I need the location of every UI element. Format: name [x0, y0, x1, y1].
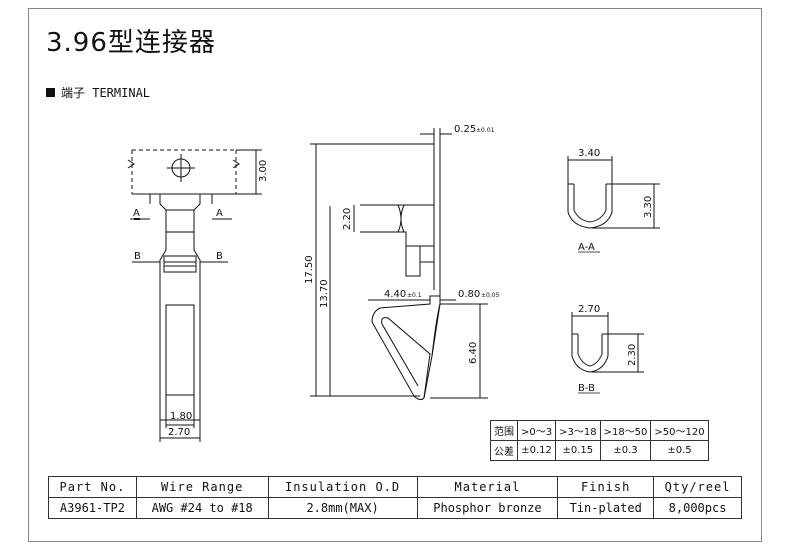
- dim-1-80: 1.80: [170, 411, 192, 422]
- dim-3-30: 3.30: [643, 196, 654, 218]
- label-section-bb: B-B: [578, 383, 595, 394]
- tolerance-cell: ±0.15: [555, 440, 601, 461]
- square-bullet-icon: [46, 88, 55, 97]
- spec-header-finish: Finish: [557, 476, 655, 498]
- section-aa-view: [567, 156, 660, 229]
- spec-value-qty: 8,000pcs: [653, 497, 742, 519]
- side-view: [310, 128, 488, 401]
- spec-value-part-no: A3961-TP2: [48, 497, 137, 519]
- spec-header-part-no: Part No.: [48, 476, 137, 498]
- dim-3-40: 3.40: [578, 148, 600, 159]
- dim-4-40-tol: ±0.1: [407, 292, 422, 299]
- tolerance-range-row: 范围 >0～3 >3～18 >18～50 >50～120: [490, 420, 709, 441]
- tolerance-cell: ±0.5: [650, 440, 709, 461]
- tolerance-table: 范围 >0～3 >3～18 >18～50 >50～120 公差 ±0.12 ±0…: [490, 420, 709, 461]
- spec-value-wire-range: AWG #24 to #18: [135, 497, 269, 519]
- label-a-left: A: [133, 208, 140, 219]
- label-section-aa: A-A: [578, 242, 595, 253]
- tolerance-cell: >50～120: [650, 420, 709, 441]
- drawing-frame: [28, 8, 762, 542]
- spec-value-row: A3961-TP2 AWG #24 to #18 2.8mm(MAX) Phos…: [48, 497, 742, 519]
- dim-2-70-section: 2.70: [578, 304, 600, 315]
- spec-header-wire-range: Wire Range: [135, 476, 269, 498]
- section-bb-view: [571, 312, 644, 373]
- spec-header-qty: Qty/reel: [653, 476, 742, 498]
- dim-0-25-tol: ±0.01: [476, 127, 495, 134]
- dim-0-25: 0.25: [454, 124, 476, 135]
- spec-value-insulation: 2.8mm(MAX): [267, 497, 418, 519]
- tolerance-cell: 公差: [490, 440, 518, 461]
- front-view: [127, 149, 262, 442]
- tolerance-cell: >18～50: [599, 420, 652, 441]
- page-title: 3.96型连接器: [46, 28, 216, 58]
- dim-6-40: 6.40: [468, 342, 479, 364]
- label-a-right: A: [216, 208, 223, 219]
- section-heading: 端子 TERMINAL: [46, 84, 150, 101]
- section-label: 端子 TERMINAL: [61, 86, 151, 100]
- label-b-right: B: [216, 251, 223, 262]
- spec-table: Part No. Wire Range Insulation O.D Mater…: [48, 476, 742, 519]
- dim-2-70-front: 2.70: [168, 427, 190, 438]
- dim-4-40: 4.40: [384, 289, 406, 300]
- dim-0-80-tol: ±0.05: [481, 292, 500, 299]
- dim-2-20: 2.20: [342, 208, 353, 230]
- tolerance-cell: >0～3: [516, 420, 557, 441]
- tolerance-cell: ±0.12: [516, 440, 557, 461]
- tolerance-cell: >3～18: [555, 420, 601, 441]
- tolerance-cell: ±0.3: [599, 440, 652, 461]
- dim-17-50: 17.50: [304, 255, 315, 284]
- dim-3-00: 3.00: [258, 160, 269, 182]
- dim-2-30: 2.30: [627, 344, 638, 366]
- spec-header-material: Material: [416, 476, 559, 498]
- tolerance-cell: 范围: [490, 420, 518, 441]
- label-b-left: B: [134, 251, 141, 262]
- tolerance-value-row: 公差 ±0.12 ±0.15 ±0.3 ±0.5: [490, 440, 709, 461]
- dim-13-70: 13.70: [319, 279, 330, 308]
- dim-0-80: 0.80: [458, 289, 480, 300]
- spec-header-row: Part No. Wire Range Insulation O.D Mater…: [48, 476, 742, 498]
- spec-value-material: Phosphor bronze: [416, 497, 559, 519]
- spec-value-finish: Tin-plated: [557, 497, 655, 519]
- spec-header-insulation: Insulation O.D: [267, 476, 418, 498]
